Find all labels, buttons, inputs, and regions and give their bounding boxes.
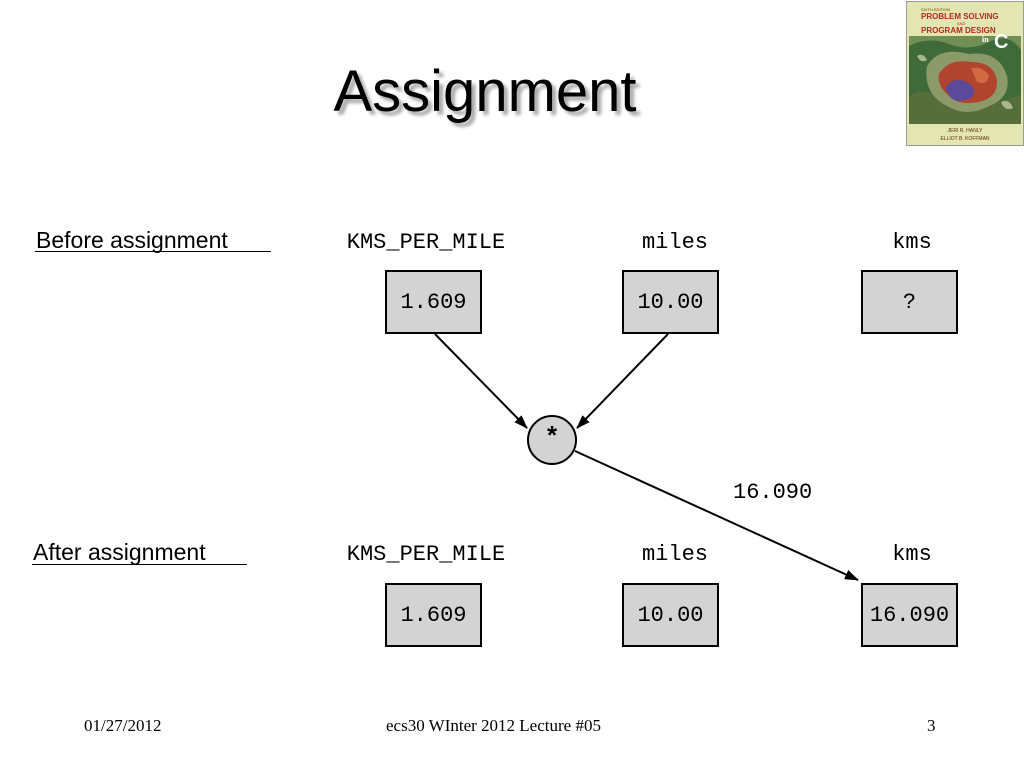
after-cell-kms: 16.090 [861, 583, 958, 647]
footer-date: 01/27/2012 [84, 716, 162, 735]
slide-title: Assignment [333, 59, 637, 124]
before-assignment-label: Before assignment [36, 227, 228, 253]
book-title-line-1: PROBLEM SOLVING [921, 12, 999, 21]
book-title-language: C [994, 31, 1009, 53]
book-edition: SIXTH EDITION [921, 7, 951, 12]
before-cell-kms: ? [861, 270, 958, 334]
arrow-miles-to-operator [576, 333, 669, 429]
after-var-name-kms: kms [892, 542, 932, 567]
before-var-name-miles: miles [641, 230, 708, 255]
arrow-kms-per-mile-to-operator [434, 333, 528, 429]
before-var-name-kms: kms [892, 230, 932, 255]
book-author-2: ELLIOT B. KOFFMAN [940, 136, 990, 142]
after-var-name-miles: miles [641, 542, 708, 567]
footer-page-number: 3 [927, 716, 936, 735]
footer-course: ecs30 WInter 2012 Lecture #05 [386, 716, 601, 735]
before-cell-miles: 10.00 [622, 270, 719, 334]
book-cover-art [909, 36, 1021, 124]
before-label-underline [35, 251, 271, 252]
book-title-line-2: PROGRAM DESIGN [921, 26, 996, 35]
book-cover: SIXTH EDITION PROBLEM SOLVING AND PROGRA… [906, 1, 1024, 146]
before-var-name-kms-per-mile: KMS_PER_MILE [346, 230, 506, 255]
computed-result-label: 16.090 [733, 480, 813, 505]
book-author-1: JERI R. HANLY [947, 128, 983, 134]
after-cell-kms-per-mile: 1.609 [385, 583, 482, 647]
after-cell-miles: 10.00 [622, 583, 719, 647]
before-cell-kms-per-mile: 1.609 [385, 270, 482, 334]
book-title-in: in [982, 35, 989, 44]
after-assignment-label: After assignment [33, 539, 206, 565]
operator-symbol: * [544, 423, 560, 453]
after-var-name-kms-per-mile: KMS_PER_MILE [346, 542, 506, 567]
book-title-and: AND [957, 21, 966, 26]
after-label-underline [32, 564, 247, 565]
